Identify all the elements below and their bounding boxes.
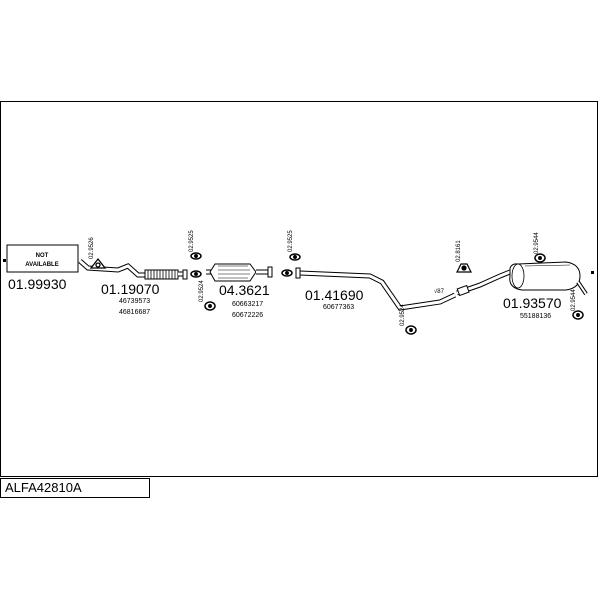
part-code-rear-muffler: 01.93570 [503,295,562,311]
not-available-line2: AVAILABLE [25,262,58,268]
part-ref-front-pipe-2: 46816687 [119,309,150,316]
not-available-box [6,244,79,273]
bracket-hanger-icon [456,263,472,273]
not-available-line1: NOT [36,253,49,259]
rear-pipe [456,269,511,297]
small-part-code-2: 02.9525 [189,230,195,252]
part-code-front-pipe: 01.19070 [101,281,160,297]
small-part-code-8: 02.9544 [571,289,577,311]
part-code-intermediate-pipe: 01.41690 [305,287,364,303]
model-code-box: ALFA42810A [0,478,150,498]
part-ref-rear-muffler: 55188136 [520,313,551,320]
part-ref-intermediate-pipe: 60677363 [323,304,354,311]
small-part-code-3: 02.9524 [199,280,205,302]
catalytic-converter [206,263,273,282]
rubber-mount-icon [190,252,584,335]
clamp-label: √87 [434,288,445,295]
part-ref-front-pipe-1: 46739573 [119,298,150,305]
small-part-code-4: 02.9525 [288,230,294,252]
front-pipe [78,259,188,280]
part-ref-catalyst-1: 60663217 [232,301,263,308]
small-part-code-5: 02.9524 [400,304,406,326]
model-code: ALFA42810A [5,480,82,495]
small-part-code-6: 02.8161 [456,240,462,262]
small-part-code-1: 02.9526 [89,237,95,259]
part-code-not-available: 01.99930 [8,276,67,292]
right-marker [591,271,594,274]
intermediate-pipe [295,267,457,311]
left-marker [3,259,6,262]
part-code-catalyst: 04.3621 [219,282,270,298]
rear-muffler [509,261,588,296]
part-ref-catalyst-2: 60672226 [232,312,263,319]
small-part-code-7: 02.9544 [534,232,540,254]
hanger-icon [89,257,107,269]
diagram-frame [0,101,598,477]
